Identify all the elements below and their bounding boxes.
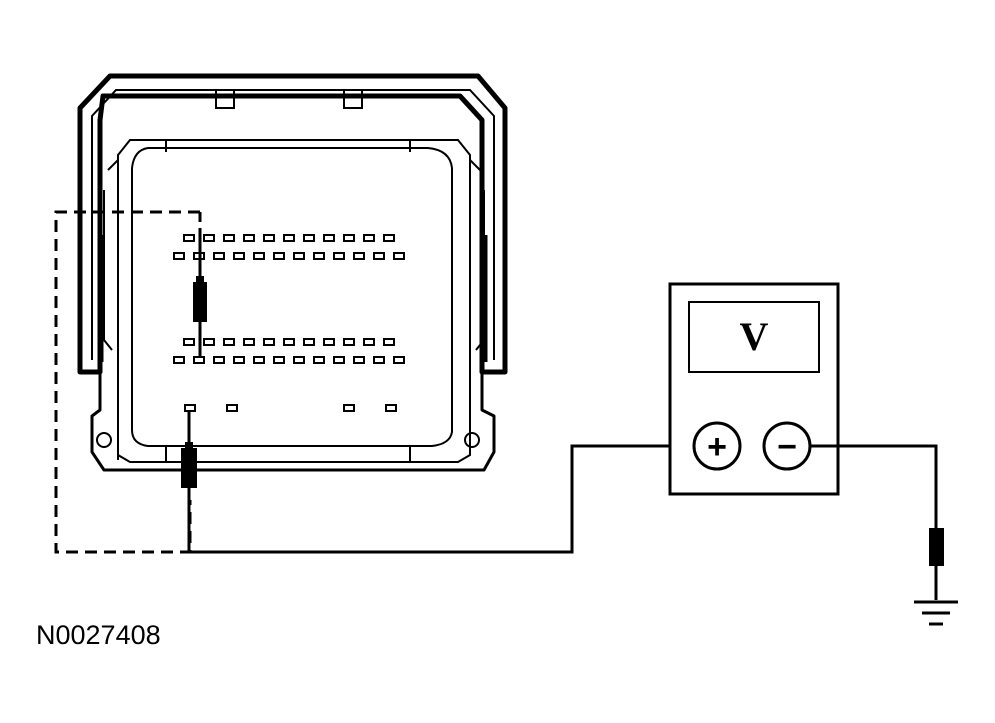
pin-cavity bbox=[303, 338, 315, 346]
pin-cavity bbox=[353, 252, 365, 260]
pin-cavity bbox=[173, 356, 185, 364]
pin-cavity bbox=[343, 234, 355, 242]
pin-cavity bbox=[343, 404, 355, 412]
pin-cavity bbox=[223, 234, 235, 242]
pin-cavity bbox=[243, 338, 255, 346]
pin-cavity bbox=[323, 234, 335, 242]
pin-cavity bbox=[283, 234, 295, 242]
pin-cavity bbox=[243, 234, 255, 242]
pin-cavity bbox=[363, 338, 375, 346]
pin-cavity bbox=[223, 338, 235, 346]
negative-terminal-symbol: − bbox=[777, 428, 797, 466]
meter-positive-terminal bbox=[692, 421, 742, 471]
positive-lead-probe bbox=[181, 448, 197, 488]
connector-housing bbox=[77, 73, 508, 472]
pin-cavity bbox=[383, 338, 395, 346]
pin-cavity bbox=[263, 338, 275, 346]
pin-cavity bbox=[353, 356, 365, 364]
ground-symbol-icon bbox=[914, 600, 958, 626]
pin-cavity bbox=[273, 356, 285, 364]
pin-cavity bbox=[283, 338, 295, 346]
pin-cavity bbox=[373, 356, 385, 364]
jumper-wire bbox=[193, 238, 207, 358]
pin-cavity bbox=[343, 338, 355, 346]
pin-cavity bbox=[213, 356, 225, 364]
pin-cavity bbox=[303, 234, 315, 242]
pin-cavity bbox=[184, 404, 196, 412]
pin-cavity bbox=[313, 356, 325, 364]
pin-cavity bbox=[226, 404, 238, 412]
pin-cavity bbox=[173, 252, 185, 260]
pin-cavity bbox=[263, 234, 275, 242]
pin-cavities bbox=[173, 234, 405, 412]
jumper-probe bbox=[193, 282, 207, 322]
pin-cavity bbox=[253, 356, 265, 364]
pin-cavity bbox=[273, 252, 285, 260]
pin-cavity bbox=[373, 252, 385, 260]
pin-cavity bbox=[393, 356, 405, 364]
pin-cavity bbox=[333, 252, 345, 260]
pin-cavity bbox=[233, 356, 245, 364]
meter-display-window bbox=[688, 301, 820, 373]
pin-cavity bbox=[253, 252, 265, 260]
pin-cavity bbox=[233, 252, 245, 260]
meter-display-symbol: V bbox=[740, 314, 769, 359]
pin-cavity bbox=[213, 252, 225, 260]
pin-cavity bbox=[183, 338, 195, 346]
pin-cavity bbox=[203, 338, 215, 346]
pin-cavity bbox=[313, 252, 325, 260]
pin-cavity bbox=[293, 252, 305, 260]
pin-cavity bbox=[383, 234, 395, 242]
pin-cavity bbox=[363, 234, 375, 242]
figure-id: N0027408 bbox=[36, 620, 161, 650]
pin-cavity bbox=[323, 338, 335, 346]
pin-cavity bbox=[385, 404, 397, 412]
pin-cavity bbox=[203, 234, 215, 242]
positive-test-lead bbox=[187, 412, 694, 554]
pin-cavity bbox=[333, 356, 345, 364]
voltmeter: V + − bbox=[668, 282, 840, 496]
negative-lead-probe bbox=[929, 528, 944, 566]
pin-cavity bbox=[183, 234, 195, 242]
pin-cavity bbox=[393, 252, 405, 260]
positive-terminal-symbol: + bbox=[707, 428, 727, 466]
pin-cavity bbox=[293, 356, 305, 364]
